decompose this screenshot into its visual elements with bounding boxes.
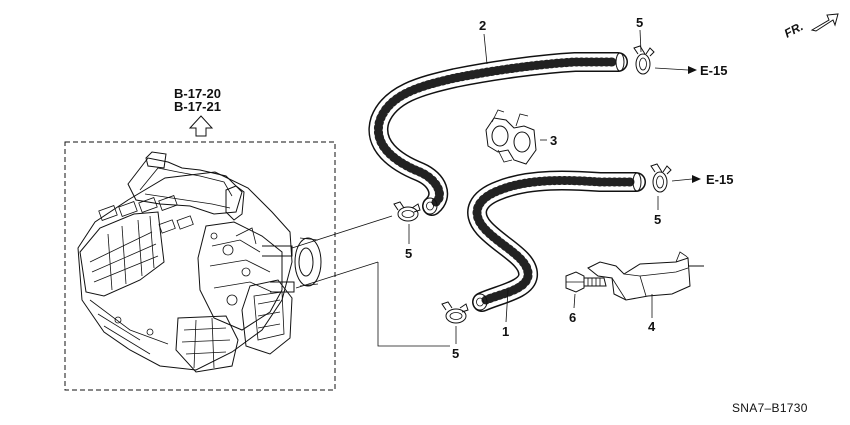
hose-end: [422, 197, 438, 215]
heater-unit-dashed-box: [64, 141, 336, 391]
reference-b-17-21: B-17-21: [174, 99, 221, 114]
hose-clip: [485, 109, 537, 165]
front-direction-label: FR.: [782, 19, 806, 40]
bracket: [587, 251, 704, 301]
reference-e-15-top: E-15: [700, 63, 727, 78]
bolt: [565, 271, 607, 293]
callout-part4: 4: [648, 319, 656, 334]
leader-part5-top: [639, 29, 642, 53]
callout-part1: 1: [502, 324, 509, 339]
leader-heater-lower-b: [377, 262, 450, 347]
callout-part5-right: 5: [654, 212, 661, 227]
reference-e-15-right: E-15: [706, 172, 733, 187]
heater-unit-drawing: [77, 151, 295, 373]
e15-top-arrow-icon: [654, 66, 697, 74]
grommet: [294, 237, 322, 287]
leader-heater-upper: [291, 215, 393, 249]
hose-end: [632, 172, 642, 192]
hose-outlet: [368, 52, 628, 216]
callout-part6: 6: [569, 310, 576, 325]
leader-part2: [483, 33, 488, 65]
callout-part3: 3: [550, 133, 557, 148]
hose-clamp-left: [393, 201, 421, 222]
e15-right-arrow-icon: [671, 175, 701, 183]
hose-end: [472, 293, 488, 311]
callout-part5-bottom: 5: [452, 346, 459, 361]
leader-heater-lower-a: [295, 261, 379, 289]
callout-part5-top: 5: [636, 15, 643, 30]
drawing-code: SNA7–B1730: [732, 401, 808, 415]
hose-inlet: [467, 170, 646, 312]
leader-part6: [573, 293, 576, 309]
hose-end: [615, 52, 625, 72]
hose-clamp-top: [633, 45, 655, 75]
leader-part1: [505, 289, 509, 323]
hose-clamp-bottom: [441, 301, 469, 324]
up-arrow-icon: [188, 115, 214, 137]
front-direction-arrow-icon: [810, 13, 839, 32]
heater-unit-assembly: [64, 115, 450, 391]
hose-clamp-right: [650, 163, 672, 193]
callout-part2: 2: [479, 18, 486, 33]
reference-b-17-20: B-17-20: [174, 86, 221, 101]
callout-part5-left: 5: [405, 246, 412, 261]
